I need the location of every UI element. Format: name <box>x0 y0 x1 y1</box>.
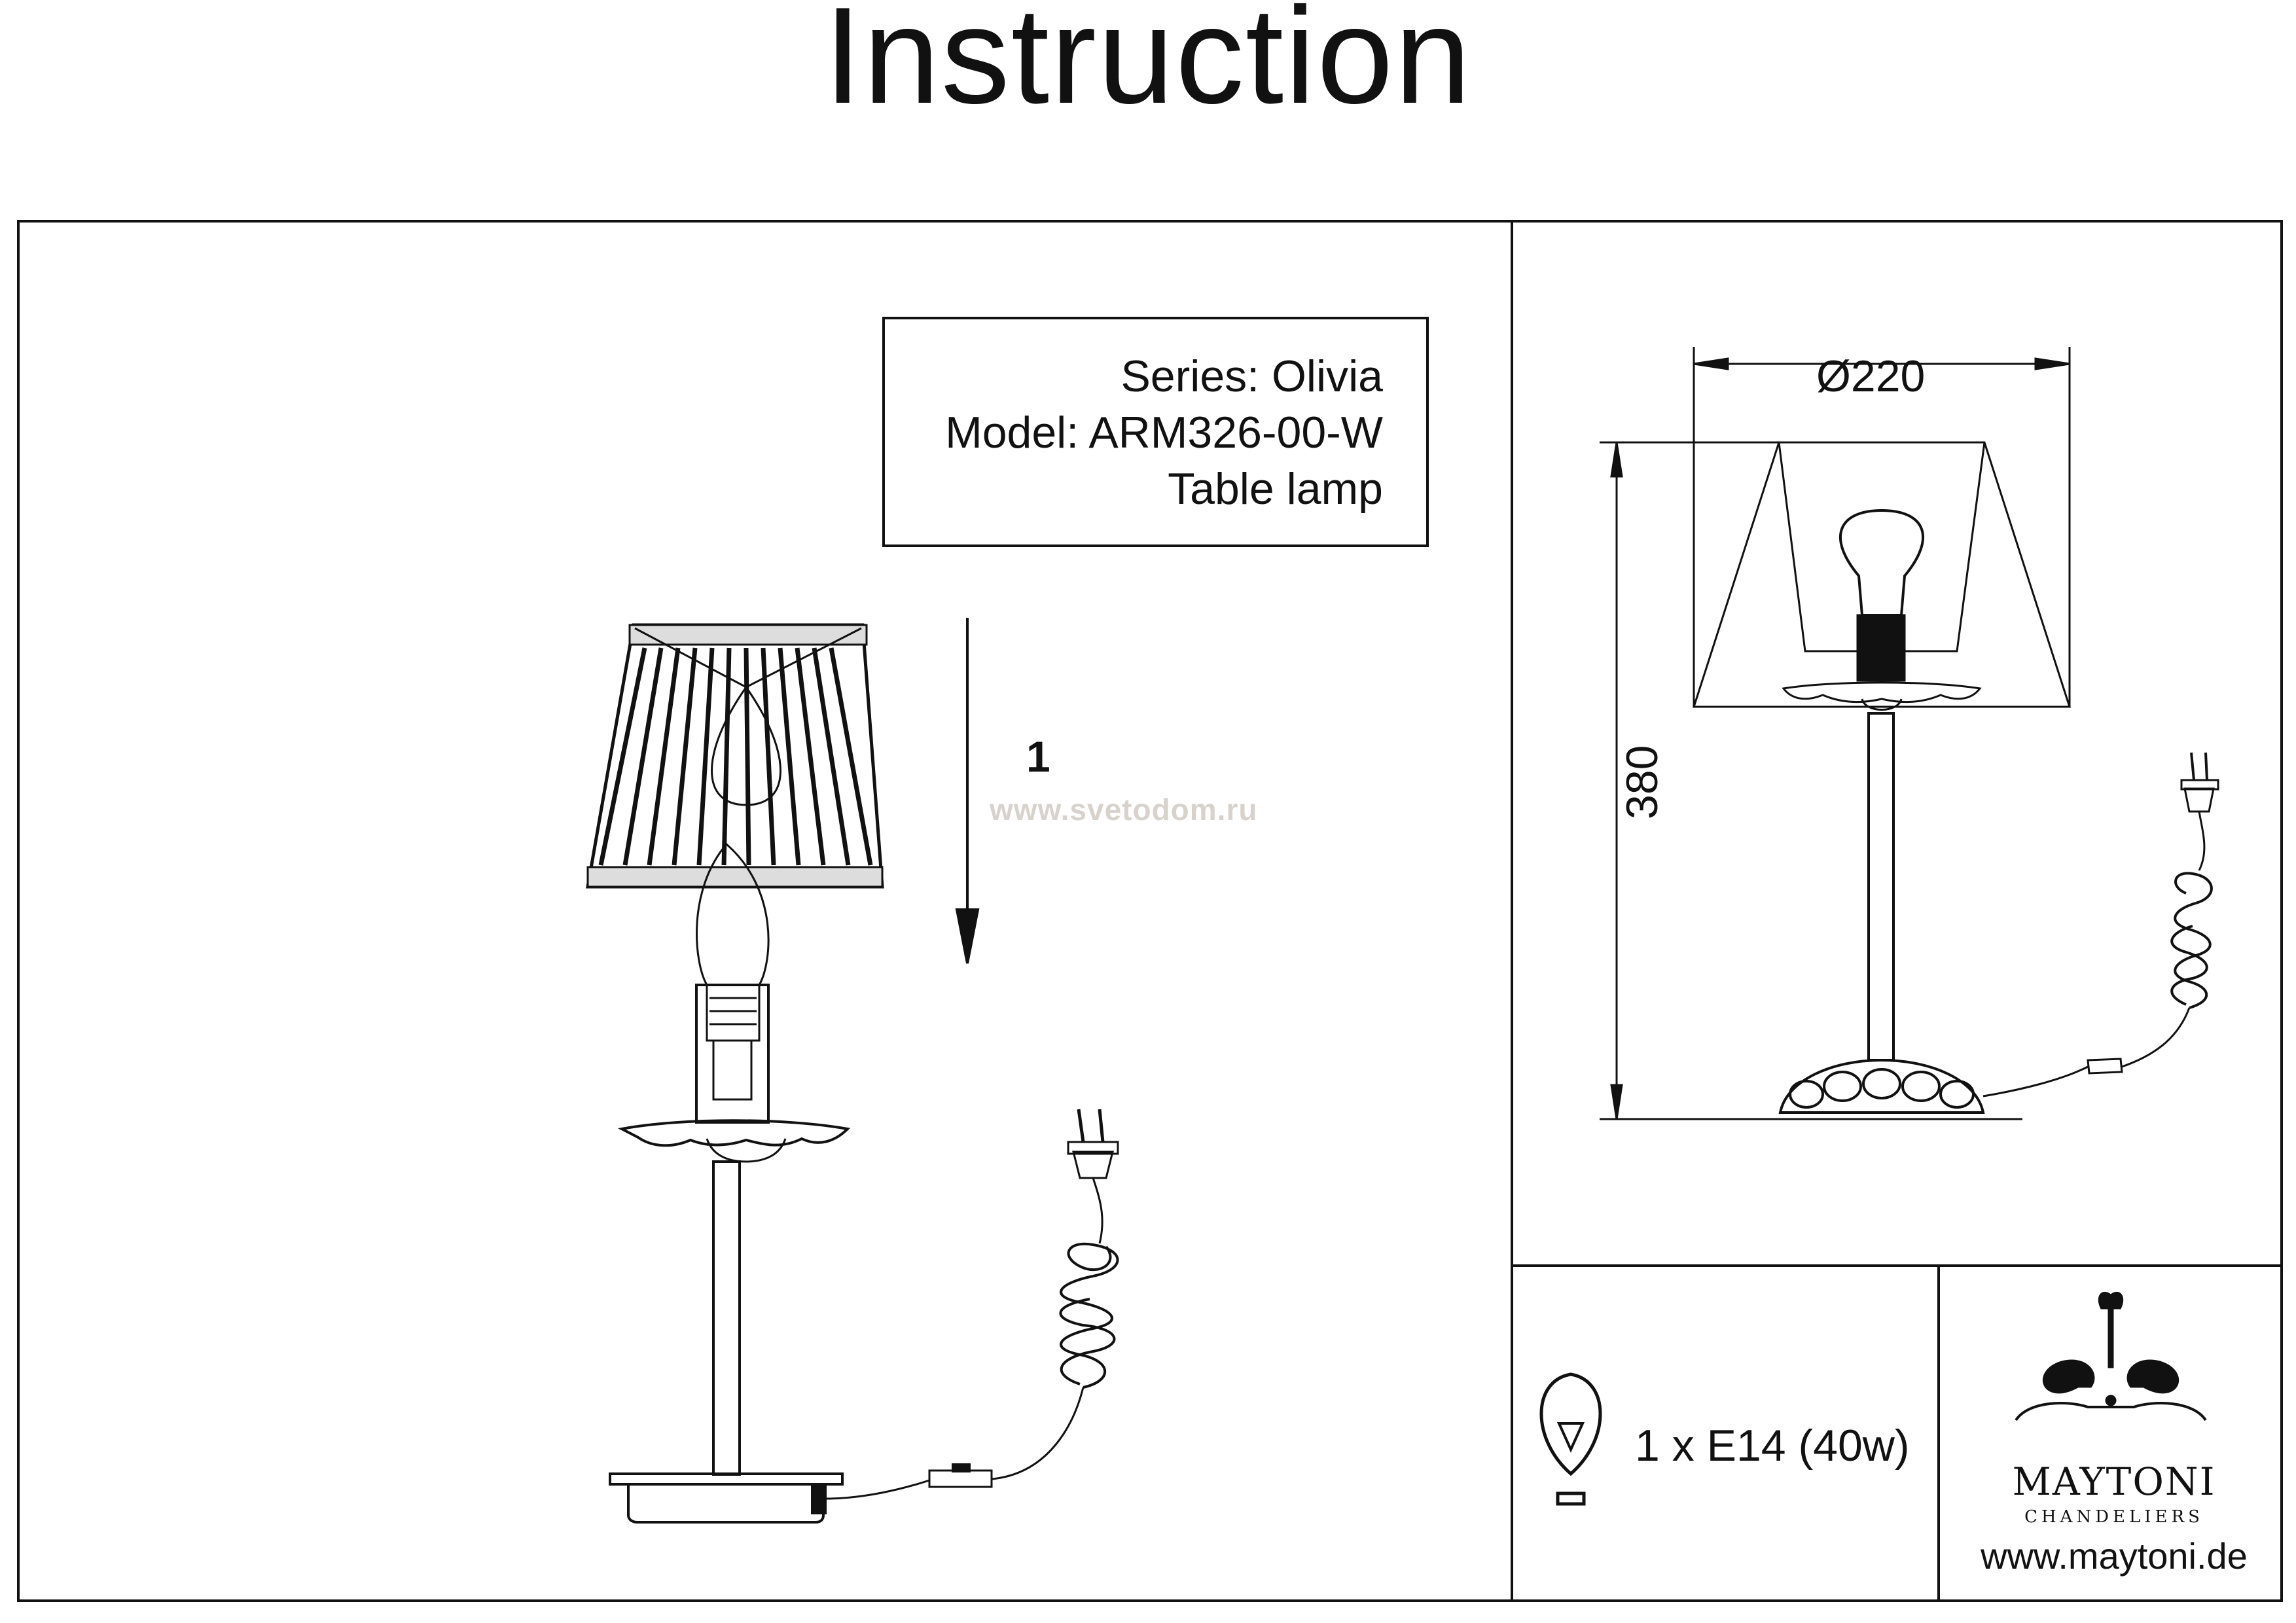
bulb-icon <box>1539 1372 1602 1506</box>
assembly-step-number: 1 <box>1026 732 1050 781</box>
maytoni-logo <box>2015 1291 2207 1421</box>
type-label: Table lamp <box>1168 464 1383 514</box>
exploded-lamp-drawing <box>586 623 1119 1524</box>
dimension-drawing <box>1600 347 2219 1120</box>
page-title: Instruction <box>823 0 1473 132</box>
assembly-arrow <box>955 618 980 964</box>
product-info-box: Series: Olivia Model: ARM326-00-W Table … <box>882 317 1429 547</box>
height-dimension: 380 <box>1617 745 1667 819</box>
instruction-frame <box>17 220 2283 1602</box>
row-divider <box>1511 1264 2283 1267</box>
brand-website: www.maytoni.de <box>1981 1535 2248 1577</box>
brand-name: MAYTONI <box>2012 1459 2216 1504</box>
brand-subtitle: CHANDELIERS <box>2024 1507 2204 1527</box>
model-label: Model: ARM326-00-W <box>945 408 1383 457</box>
series-label: Series: Olivia <box>1121 351 1383 401</box>
column-divider <box>1511 220 1513 1602</box>
bulb-specification: 1 x E14 (40w) <box>1635 1421 1910 1471</box>
footer-divider <box>1937 1264 1940 1602</box>
watermark: www.svetodom.ru <box>990 793 1258 827</box>
diameter-dimension: Ø220 <box>1816 351 1926 401</box>
